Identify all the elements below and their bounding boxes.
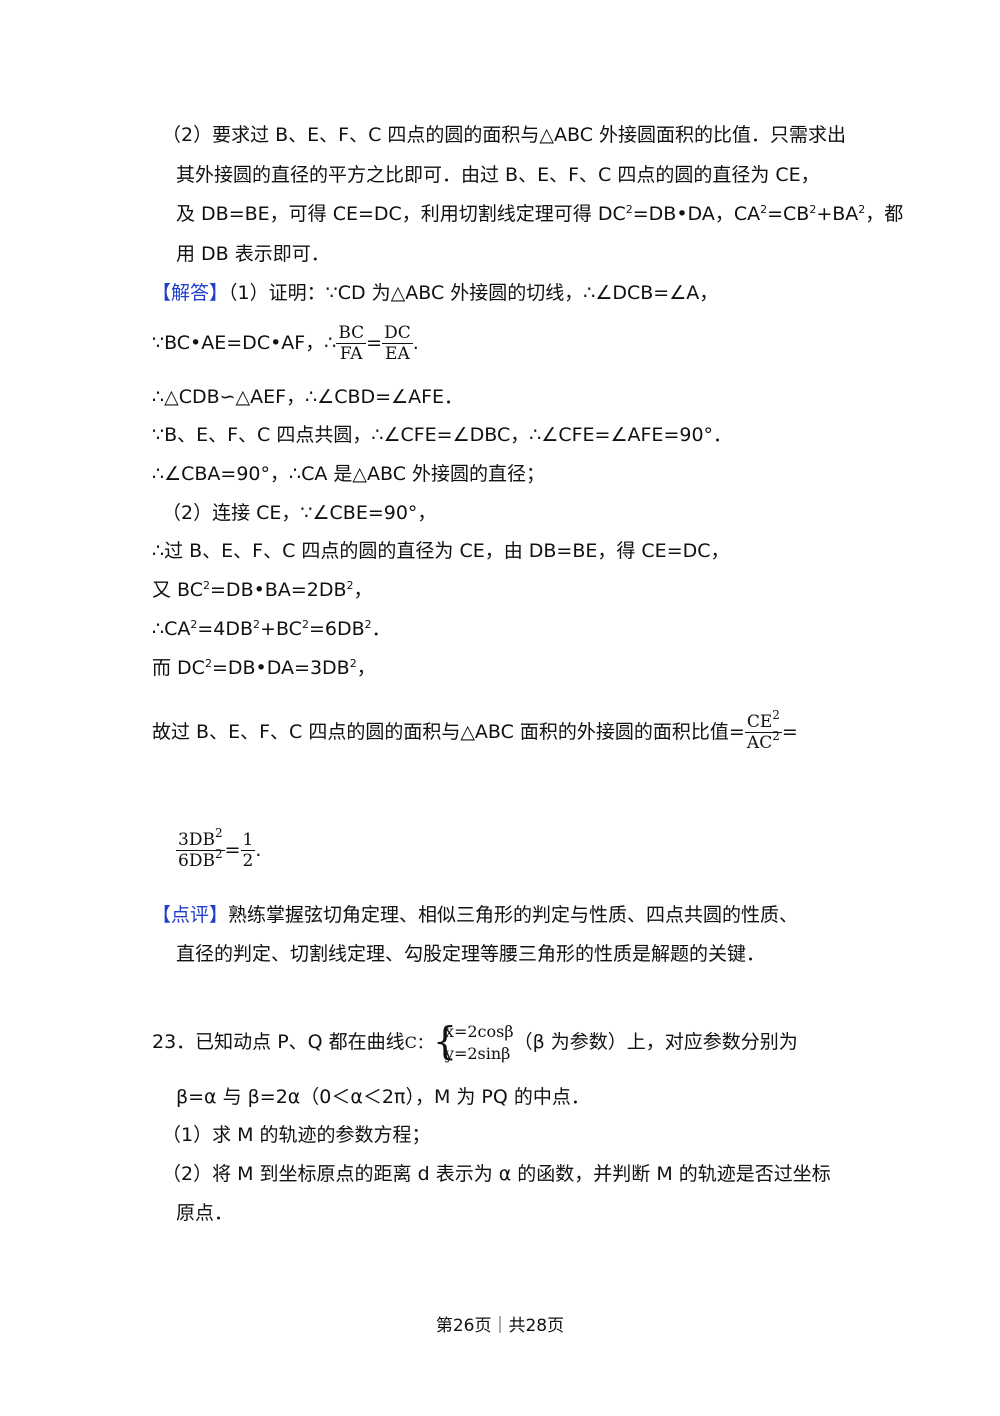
comment-tag: 【点评】	[152, 904, 229, 926]
solution-line-3: ∴△CDB∽△AEF，∴∠CBD=∠AFE．	[152, 386, 464, 408]
analysis-line-1: （2）要求过 B、E、F、C 四点的圆的面积与△ABC 外接圆面积的比值．只需求…	[162, 124, 847, 146]
solution-line-8: 又 BC2=DB•BA=2DB2，	[152, 579, 373, 601]
left-brace-icon: {	[432, 1018, 458, 1063]
analysis-line-2: 其外接圆的直径的平方之比即可．由过 B、E、F、C 四点的圆的直径为 CE，	[176, 164, 820, 186]
solution-line-4: ∵B、E、F、C 四点共圆，∴∠CFE=∠DBC，∴∠CFE=∠AFE=90°．	[152, 424, 733, 446]
comment-line-2: 直径的判定、切割线定理、勾股定理等腰三角形的性质是解题的关键．	[176, 943, 766, 965]
solution-line-6: （2）连接 CE，∵∠CBE=90°，	[162, 502, 437, 524]
problem23-question-2: （2）将 M 到坐标原点的距离 d 表示为 α 的函数，并判断 M 的轨迹是否过…	[162, 1163, 831, 1185]
problem23-question-1: （1）求 M 的轨迹的参数方程；	[162, 1124, 431, 1146]
solution-line-9: ∴CA2=4DB2+BC2=6DB2．	[152, 618, 391, 640]
solution-line-1: 【解答】（1）证明：∵CD 为△ABC 外接圆的切线，∴∠DCB=∠A，	[152, 282, 719, 304]
solution-line-10: 而 DC2=DB•DA=3DB2，	[152, 657, 376, 679]
analysis-line-3: 及 DB=BE，可得 CE=DC，利用切割线定理可得 DC2=DB•DA，CA2…	[176, 203, 904, 225]
solution-line-7: ∴过 B、E、F、C 四点的圆的直径为 CE，由 DB=BE，得 CE=DC，	[152, 540, 730, 562]
problem23-line-2: β=α 与 β=2α（0＜α＜2π），M 为 PQ 的中点．	[176, 1086, 590, 1108]
solution-line-5: ∴∠CBA=90°，∴CA 是△ABC 外接圆的直径；	[152, 463, 546, 485]
solution-tag: 【解答】	[152, 282, 229, 304]
comment-line-1: 【点评】熟练掌握弦切角定理、相似三角形的判定与性质、四点共圆的性质、	[152, 904, 799, 926]
analysis-line-4: 用 DB 表示即可．	[176, 243, 330, 265]
page-footer: 第26页｜共28页	[435, 1316, 565, 1336]
problem23-question-2-cont: 原点．	[176, 1202, 234, 1224]
